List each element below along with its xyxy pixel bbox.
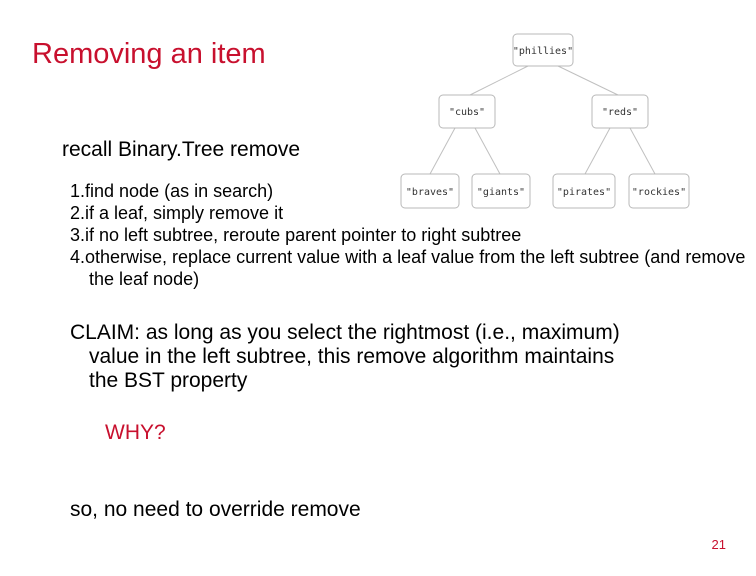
tree-node-rockies: "rockies" (628, 173, 690, 209)
edge-phillies-reds (557, 65, 619, 96)
step-item-3: 3.if no left subtree, reroute parent poi… (70, 225, 522, 245)
tree-edges (429, 65, 656, 175)
step-item-4: 4.otherwise, replace current value with … (70, 247, 746, 289)
tree-node-braves-label: "braves" (406, 187, 454, 198)
page-number: 21 (711, 537, 726, 552)
tree-node-root: "phillies" (512, 33, 574, 67)
edge-reds-pirates (584, 127, 611, 175)
edge-cubs-braves (429, 127, 456, 175)
tree-node-cubs: "cubs" (438, 94, 496, 129)
edge-cubs-giants (474, 127, 501, 175)
tree-node-rockies-label: "rockies" (632, 187, 686, 198)
edge-phillies-cubs (469, 65, 529, 96)
tree-node-giants: "giants" (471, 173, 531, 209)
slide-title: Removing an item (32, 38, 266, 70)
tree-node-pirates-label: "pirates" (557, 187, 611, 198)
tree-node-cubs-label: "cubs" (449, 107, 485, 118)
tree-node-reds: "reds" (591, 94, 649, 129)
tree-node-pirates: "pirates" (552, 173, 616, 209)
tree-node-reds-label: "reds" (602, 107, 638, 118)
tree-node-giants-label: "giants" (477, 187, 525, 198)
claim-text: CLAIM: as long as you select the rightmo… (70, 321, 620, 392)
remove-steps-list: 1.find node (as in search) 2.if a leaf, … (70, 180, 756, 290)
step-item-2: 2.if a leaf, simply remove it (70, 203, 284, 223)
edge-reds-rockies (629, 127, 656, 175)
tree-node-braves: "braves" (400, 173, 460, 209)
conclusion-text: so, no need to override remove (70, 498, 361, 521)
slide-subtitle: recall Binary.Tree remove (62, 138, 301, 161)
why-prompt: WHY? (105, 421, 166, 444)
step-item-1: 1.find node (as in search) (70, 181, 274, 201)
tree-node-root-label: "phillies" (513, 46, 573, 57)
